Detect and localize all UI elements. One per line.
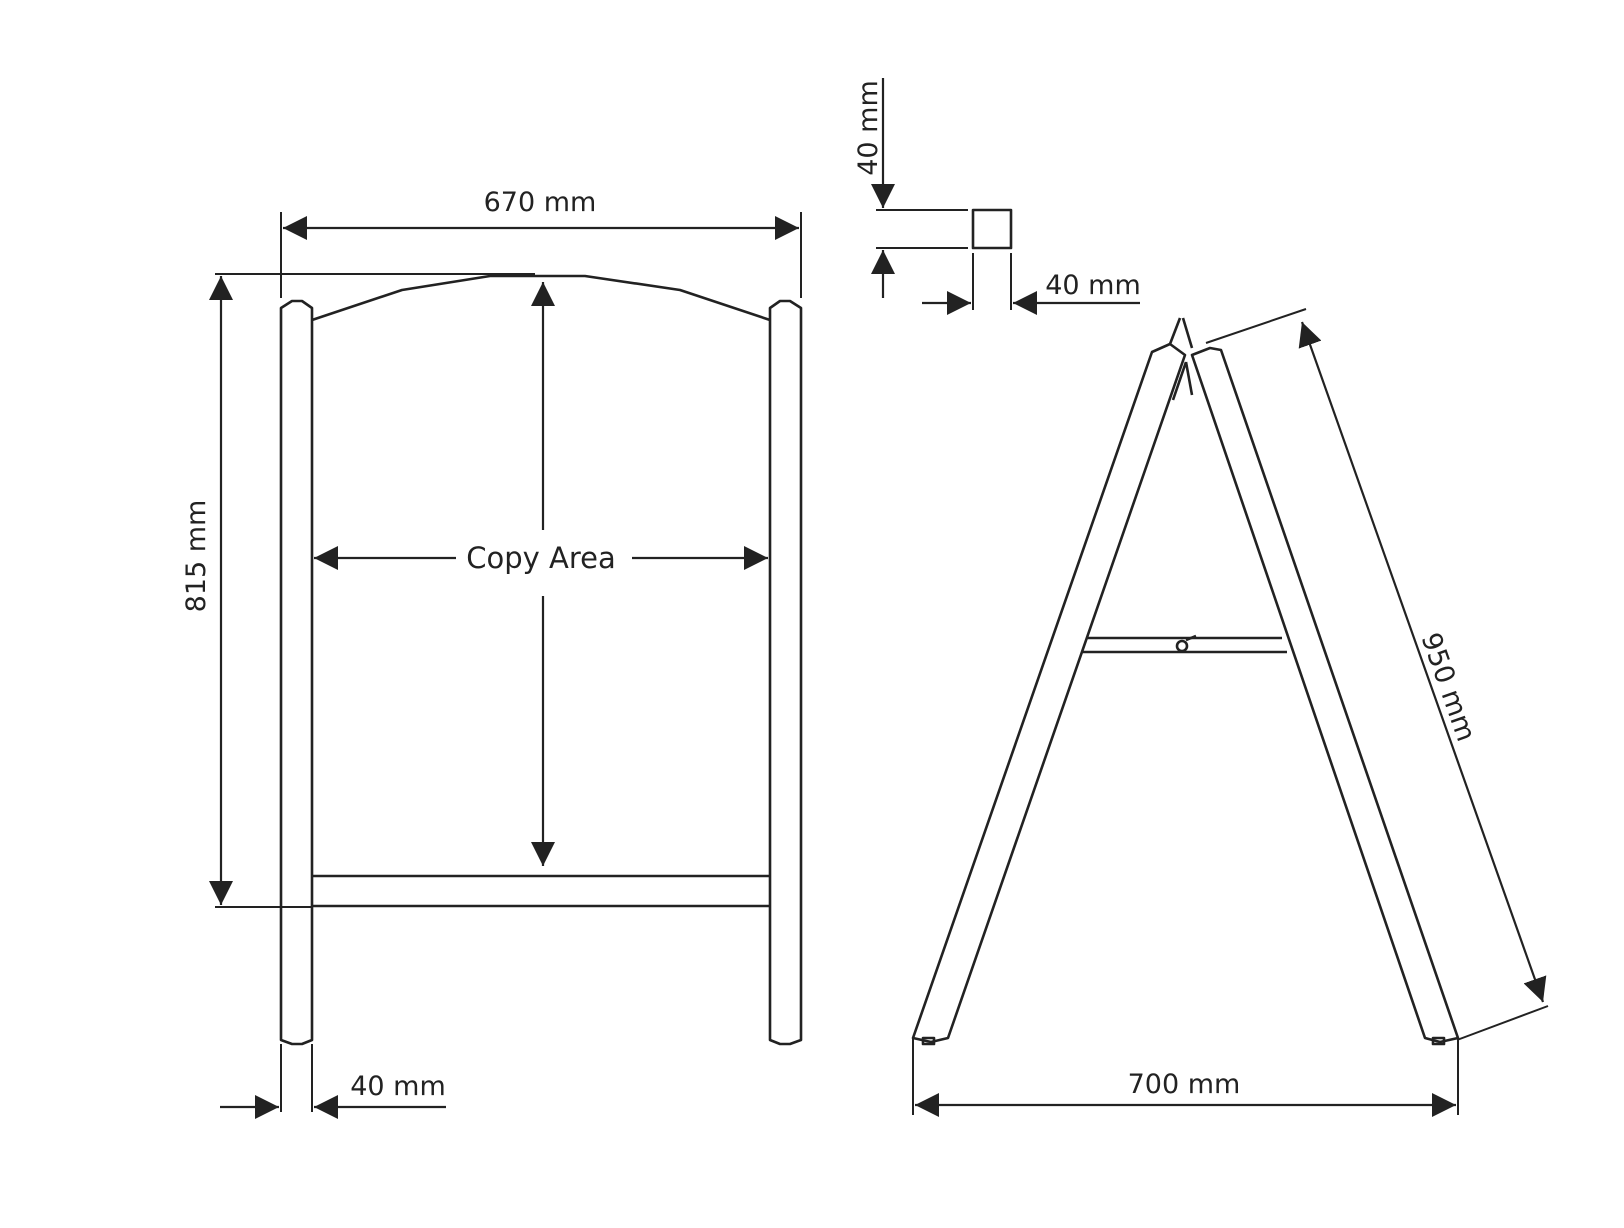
front-bottom-rail	[312, 874, 770, 908]
side-hinge	[1168, 317, 1194, 401]
side-left-leg	[911, 342, 1187, 1046]
copy-area-dimension: Copy Area	[314, 282, 768, 866]
side-base-dimension: 700 mm	[912, 1038, 1459, 1117]
front-width-label: 670 mm	[484, 187, 597, 218]
side-length-label: 950 mm	[1415, 629, 1482, 746]
section-width-dimension: 40 mm	[922, 253, 1141, 315]
side-spreader-bar	[1081, 636, 1287, 654]
front-left-post	[279, 299, 314, 1046]
side-length-dimension: 950 mm	[1205, 308, 1549, 1041]
front-height-label: 815 mm	[181, 500, 212, 613]
section-width-label: 40 mm	[1045, 270, 1141, 301]
section-height-dimension: 40 mm	[853, 78, 968, 298]
front-width-dimension: 670 mm	[280, 187, 802, 298]
section-height-label: 40 mm	[853, 80, 884, 176]
front-right-post	[768, 299, 803, 1046]
front-height-dimension: 815 mm	[181, 273, 535, 908]
cross-section-view: 40 mm 40 mm	[853, 78, 1141, 315]
front-view: 670 mm 815 mm Copy Area 40 mm	[181, 187, 803, 1119]
front-arched-top-rail	[311, 274, 771, 322]
copy-area-label: Copy Area	[466, 541, 616, 575]
side-view: 950 mm 700 mm	[911, 308, 1549, 1117]
frame-width-dimension: 40 mm	[220, 1044, 446, 1119]
side-right-leg	[1190, 346, 1460, 1046]
spreader-hinge-icon	[1175, 634, 1197, 653]
frame-width-label: 40 mm	[350, 1071, 446, 1102]
side-base-label: 700 mm	[1128, 1069, 1241, 1100]
section-square	[971, 208, 1013, 250]
